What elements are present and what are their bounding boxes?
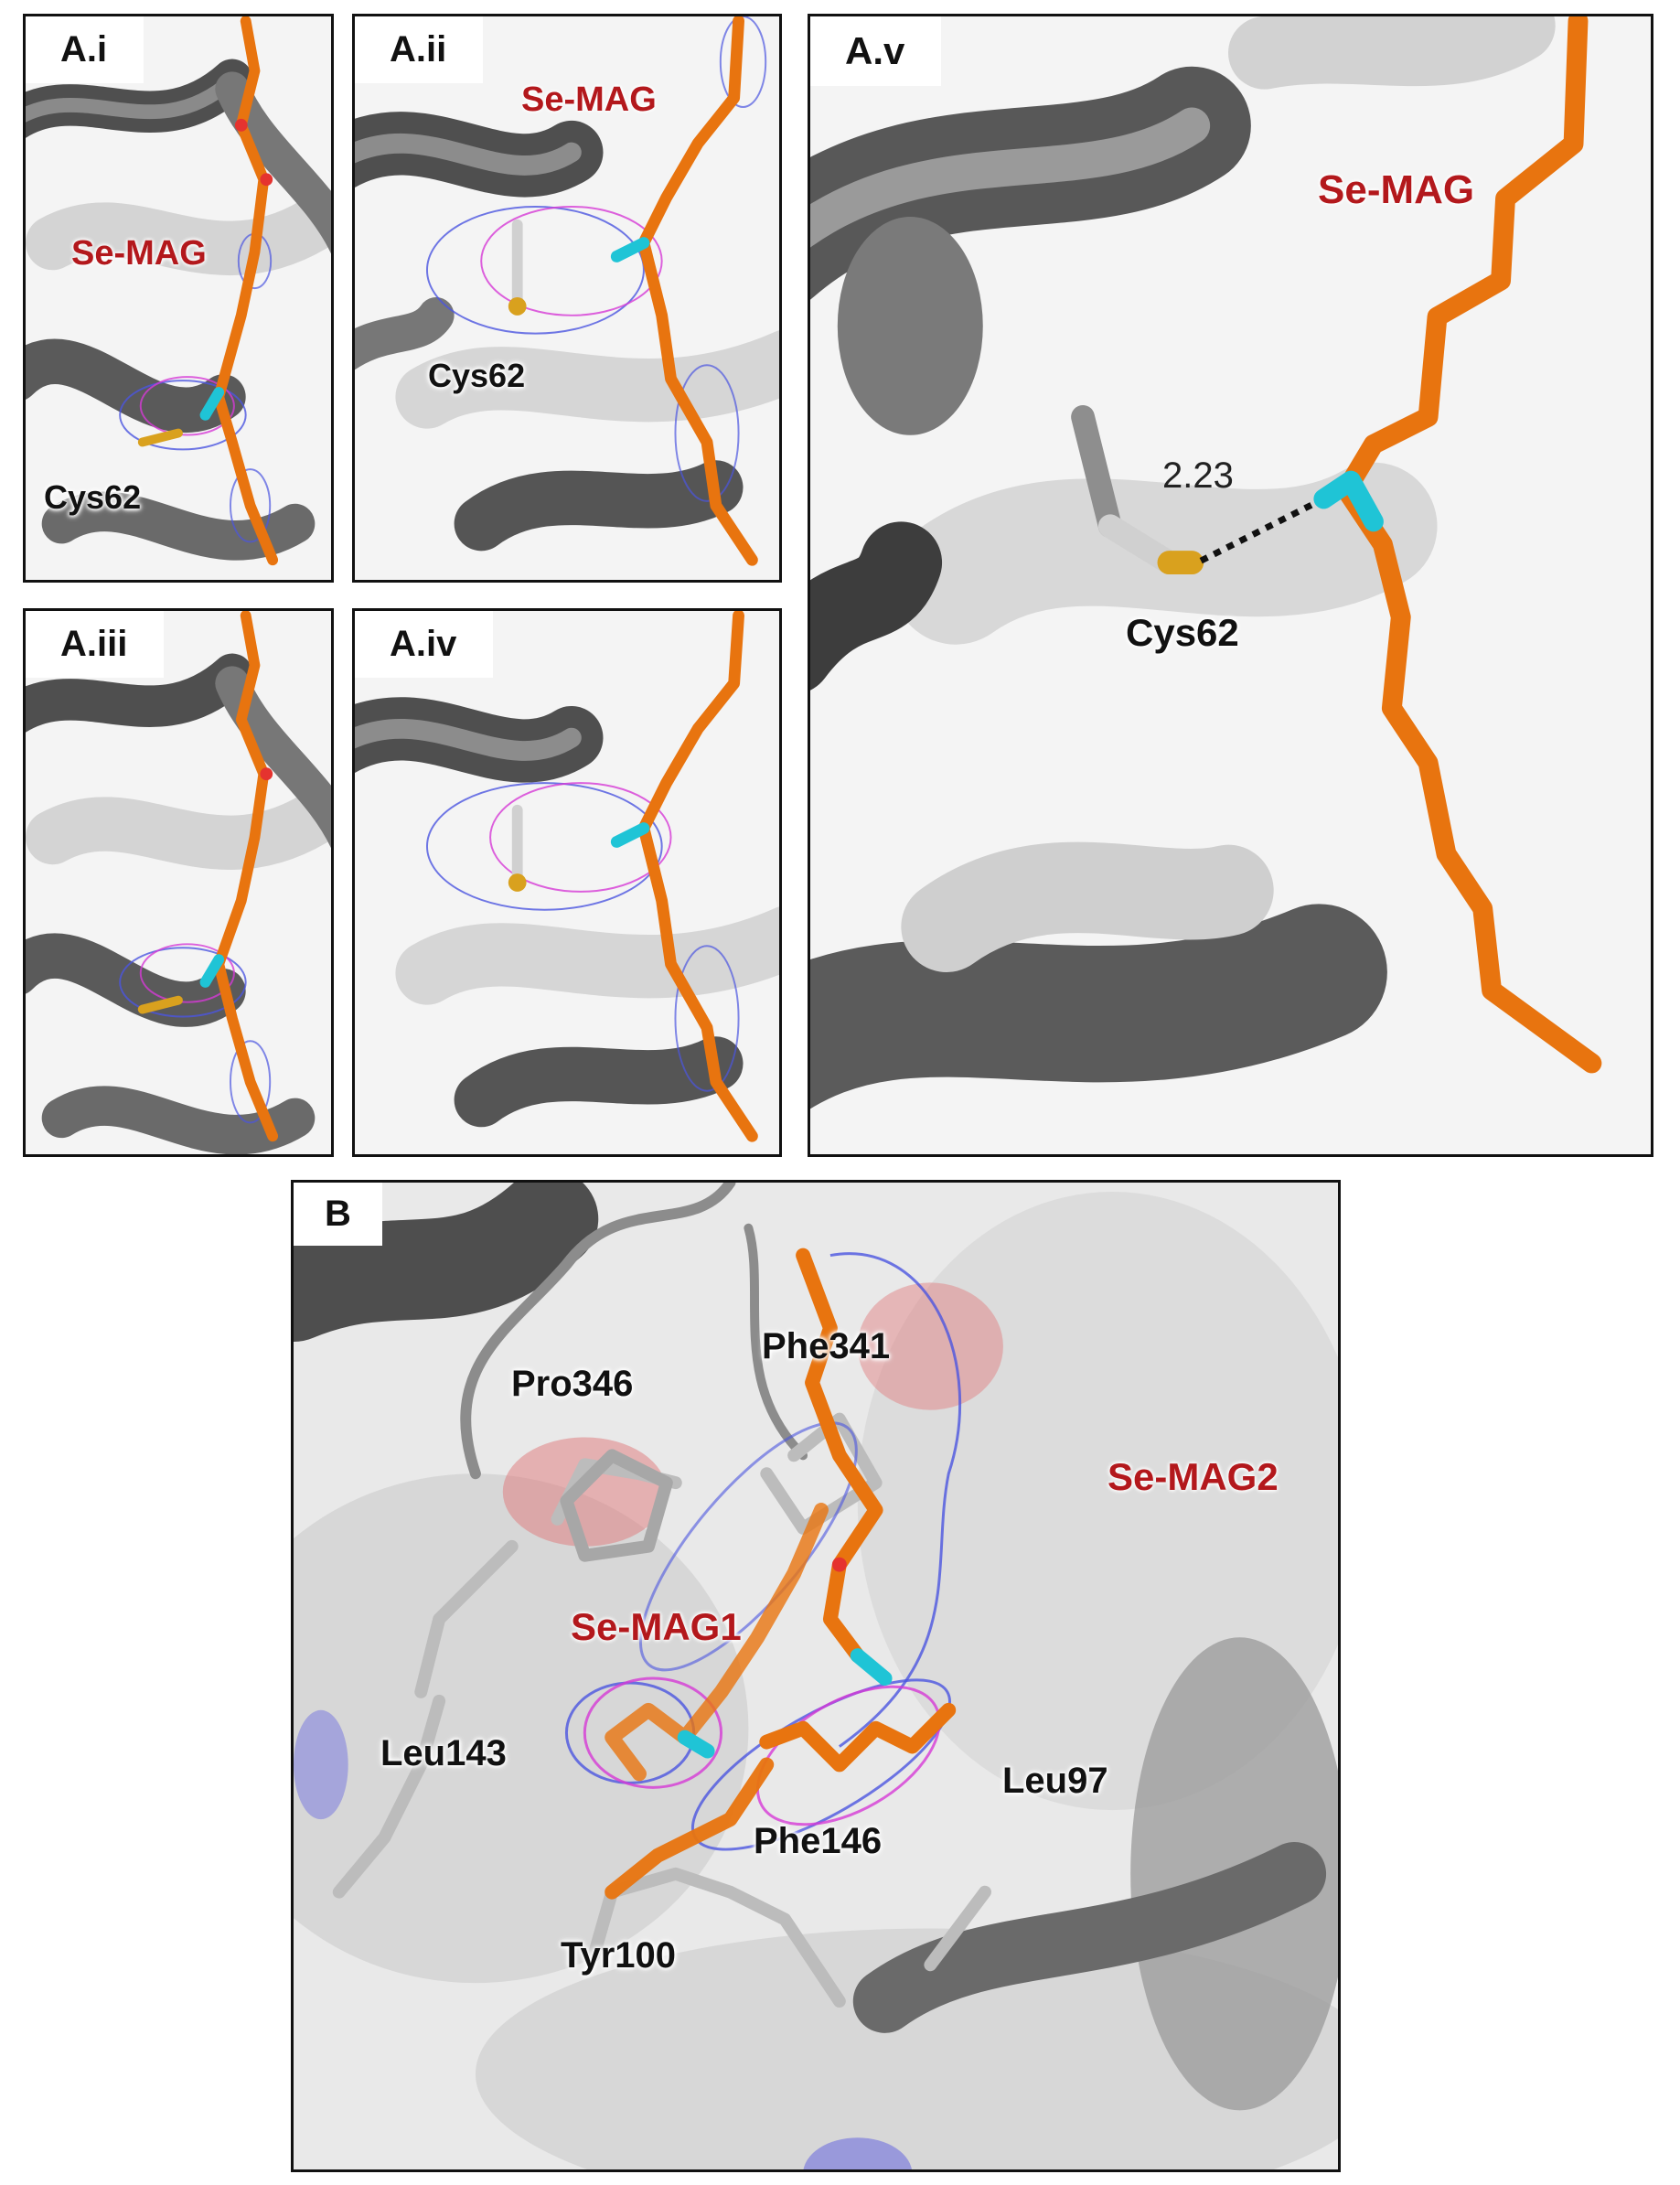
electron-density-mesh — [425, 16, 767, 502]
panel-a-v: A.v Se-MAG 2.23 Cys62 — [808, 14, 1653, 1157]
panel-label: A.iv — [355, 611, 494, 678]
se-mag-ligands — [605, 1248, 957, 1900]
electron-density-mesh — [425, 782, 740, 1092]
panel-a-iv: A.iv — [352, 608, 782, 1157]
se-mag-ligand — [610, 611, 758, 1142]
panel-a-iii-structure — [26, 611, 331, 1154]
panel-label: A.v — [810, 16, 942, 86]
se-mag-ligand — [610, 16, 758, 566]
panel-a-i: A.i Se-MAG Cys62 — [23, 14, 334, 583]
residue-sticks — [332, 1412, 991, 2008]
sulfur-atom — [508, 873, 527, 892]
panel-label: A.ii — [355, 16, 484, 83]
ligand-label-se-mag1: Se-MAG1 — [571, 1605, 742, 1648]
panel-a-iv-structure — [355, 611, 779, 1142]
panel-b-structure — [294, 1183, 1338, 2169]
residue-label-pro346: Pro346 — [511, 1364, 634, 1404]
residue-label-phe341: Phe341 — [762, 1326, 891, 1366]
residue-label: Cys62 — [1126, 611, 1239, 654]
protein-helices — [355, 112, 779, 552]
residue-label-leu143: Leu143 — [380, 1733, 507, 1773]
panel-a-ii-structure — [355, 16, 779, 566]
ligand-label: Se-MAG — [1318, 167, 1475, 212]
ligand-label: Se-MAG — [521, 80, 657, 119]
bond-distance-label: 2.23 — [1162, 455, 1234, 496]
se-mag-ligand — [199, 16, 279, 566]
residue-label-phe146: Phe146 — [754, 1821, 883, 1861]
electron-density-mesh — [119, 232, 273, 543]
cys62-sidechain — [1071, 404, 1204, 575]
distance-line — [1199, 500, 1316, 564]
residue-label-leu97: Leu97 — [1002, 1761, 1108, 1801]
panel-label: B — [294, 1183, 382, 1246]
protein-helices — [26, 653, 331, 1154]
se-mag-ligand — [199, 611, 279, 1142]
panel-a-v-structure — [810, 16, 1602, 1109]
ligand-label-se-mag2: Se-MAG2 — [1108, 1455, 1279, 1498]
panel-a-ii: A.ii Se-MAG Cys62 — [352, 14, 782, 583]
electron-density-mesh — [119, 943, 272, 1124]
sulfur-atom — [508, 297, 527, 316]
cys62-sidechain — [137, 995, 183, 1014]
panel-label: A.i — [26, 16, 144, 83]
panel-a-i-structure — [26, 16, 331, 566]
residue-label: Cys62 — [44, 478, 142, 516]
protein-helices — [26, 59, 331, 561]
panel-b: B Pro346 Phe341 Se-MAG2 Se-MAG1 Leu143 L… — [291, 1180, 1341, 2172]
panel-label: A.iii — [26, 611, 165, 678]
panel-a-iii: A.iii — [23, 608, 334, 1157]
se-mag-ligand — [1313, 16, 1602, 1074]
residue-label-tyr100: Tyr100 — [561, 1935, 677, 1976]
protein-cartoon — [294, 1183, 1327, 2033]
ligand-label: Se-MAG — [71, 234, 207, 273]
residue-label: Cys62 — [428, 357, 526, 394]
cys62-sidechain — [137, 428, 183, 447]
